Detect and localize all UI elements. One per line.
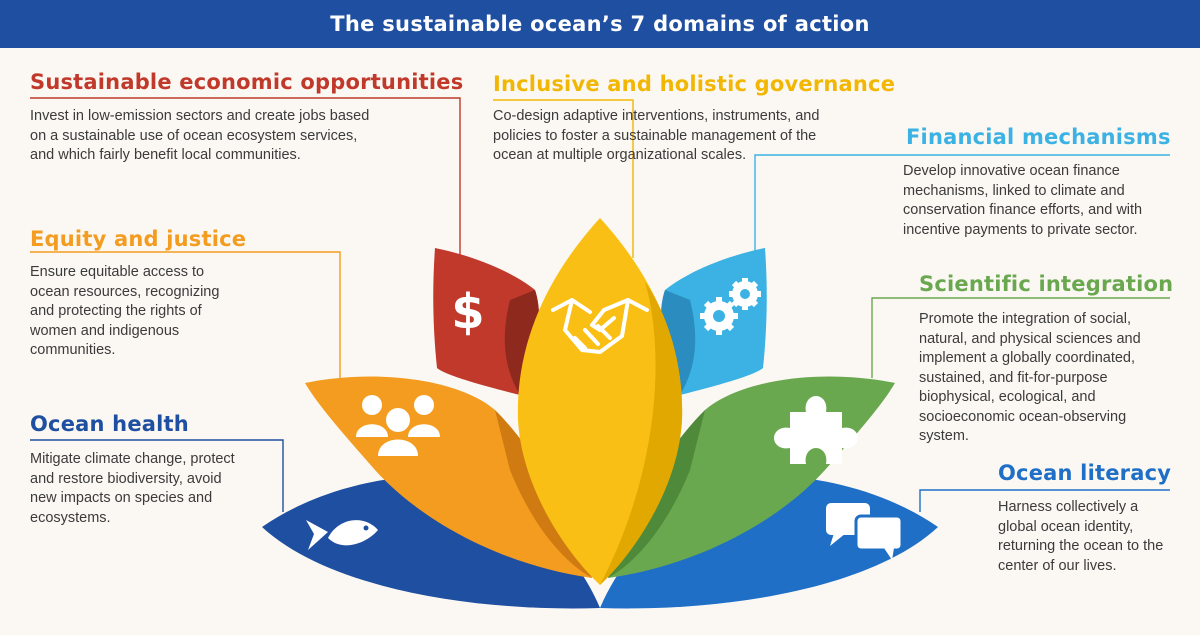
text-governance: Co-design adaptive interventions, instru… — [493, 108, 820, 163]
page-title: The sustainable ocean’s 7 domains of act… — [0, 0, 1200, 48]
dollar-icon: $ — [451, 284, 484, 340]
speech-bubbles-icon — [826, 503, 904, 560]
puzzle-icon — [774, 396, 858, 464]
heading-scientific: Scientific integration — [919, 272, 1174, 296]
connector-lines — [30, 97, 1170, 512]
connector-scientific — [871, 297, 1170, 378]
text-health: Mitigate climate change, protect and res… — [30, 451, 235, 526]
heading-literacy: Ocean literacy — [998, 461, 1172, 485]
petal-governance-shadow — [600, 282, 683, 585]
text-scientific: Promote the integration of social, natur… — [919, 311, 1141, 444]
petal-economic-shadow — [504, 290, 540, 395]
heading-financial: Financial mechanisms — [906, 125, 1171, 149]
gears-icon — [700, 278, 761, 335]
connector-governance — [493, 99, 634, 258]
text-equity: Ensure equitable access to ocean resourc… — [30, 264, 220, 358]
text-financial: Develop innovative ocean finance mechani… — [903, 163, 1143, 238]
connector-economic — [30, 97, 461, 258]
people-icon — [356, 395, 440, 456]
fish-icon — [306, 520, 378, 550]
connector-equity — [30, 251, 341, 378]
handshake-icon — [551, 298, 649, 354]
heading-economic: Sustainable economic opportunities — [30, 70, 464, 94]
heading-governance: Inclusive and holistic governance — [493, 72, 896, 96]
petal-financial-shadow — [660, 290, 696, 395]
heading-health: Ocean health — [30, 412, 189, 436]
connector-financial — [754, 154, 1170, 258]
text-economic: Invest in low-emission sectors and creat… — [30, 108, 370, 163]
connector-health — [30, 439, 284, 512]
connector-literacy — [919, 489, 1170, 512]
heading-equity: Equity and justice — [30, 227, 247, 251]
text-literacy: Harness collectively a global ocean iden… — [998, 499, 1164, 574]
